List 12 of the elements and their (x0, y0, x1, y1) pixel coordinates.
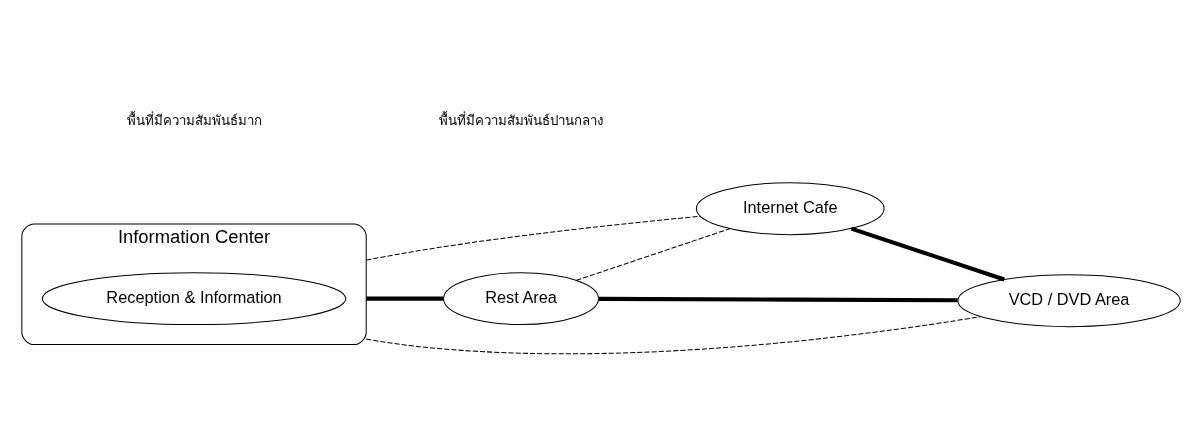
connector (850, 226, 1005, 281)
connector (365, 315, 982, 354)
connector (598, 296, 958, 302)
connector (365, 215, 701, 261)
connector (575, 227, 731, 281)
node-ellipse: VCD / DVD Area (957, 273, 1181, 327)
node-ellipse: Reception & Information (41, 271, 347, 325)
connector (366, 296, 444, 301)
node-ellipse: Rest Area (443, 271, 600, 325)
node-ellipse: Internet Cafe (695, 181, 885, 235)
legend-label: พื้นที่มีความสัมพันธ์มาก (126, 112, 262, 128)
legend-label: พื้นที่มีความสัมพันธ์ปานกลาง (439, 112, 604, 128)
